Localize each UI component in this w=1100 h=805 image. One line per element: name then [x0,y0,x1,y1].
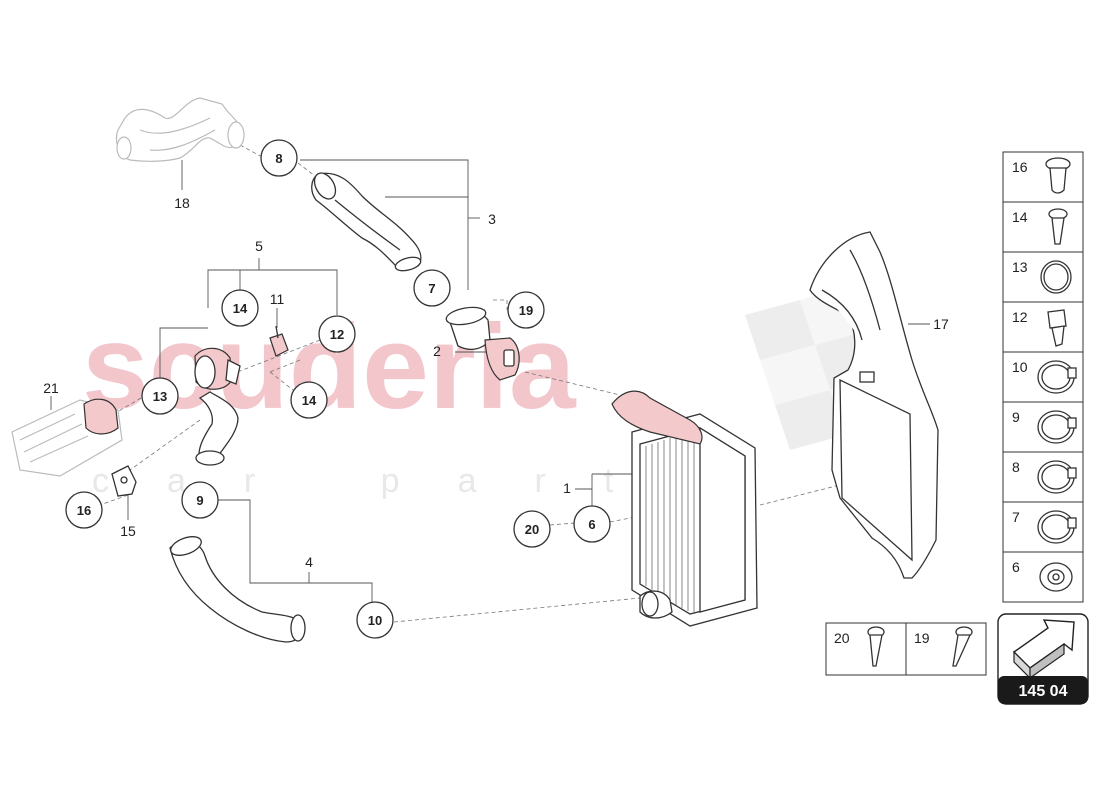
legend-number: 19 [914,630,930,646]
grommet-icon [1039,562,1073,592]
label: 18 [174,195,190,211]
bottom-legend: 20 19 [825,622,987,676]
legend-number: 14 [1012,209,1028,225]
callout-circle [513,510,551,548]
callout-circle [290,381,328,419]
o-ring-icon [1040,260,1072,294]
throttle-5-drawing [194,347,241,466]
callout-circle [181,481,219,519]
legend-number: 10 [1012,359,1028,375]
callout-number: 13 [153,389,167,404]
callout-circle [221,289,259,327]
legend-number: 7 [1012,509,1020,525]
callouts: 8 7 19 14 12 14 13 16 9 10 20 6 [65,139,611,639]
label: 1 [563,480,571,496]
bracket-15-drawing [111,465,137,497]
legend-number: 8 [1012,459,1020,475]
callout-number: 10 [368,613,382,628]
legend-cell [825,622,907,676]
callout-number: 20 [525,522,539,537]
next-page-panel[interactable]: 145 04 [997,613,1089,705]
callout-number: 12 [330,327,344,342]
callout-number: 14 [302,393,317,408]
legend-cell [1002,151,1084,203]
legend-number: 16 [1012,159,1028,175]
bolt-icon [1045,157,1071,194]
label: 17 [933,316,949,332]
sensor-11-drawing [269,325,289,357]
label: 11 [270,291,285,307]
hose-clamp-icon [1037,410,1077,444]
callout-circle [573,505,611,543]
callout-number: 7 [428,281,435,296]
callout-circle [141,377,179,415]
legend-number: 9 [1012,409,1020,425]
callout-circle [507,291,545,329]
page-code: 145 04 [1019,683,1068,700]
legend-cell [905,622,987,676]
legend-number: 13 [1012,259,1028,275]
callout-circle [413,269,451,307]
legend-number: 12 [1012,309,1028,325]
duct-17-drawing [809,231,939,579]
label: 2 [433,343,441,359]
label: 21 [43,380,59,396]
label: 3 [488,211,496,227]
arrow-icon [1012,619,1075,680]
hose-4-drawing [169,536,306,643]
hose-3-drawing [311,172,422,272]
watermark: scuderia car parts [82,285,900,500]
label: 5 [255,238,263,254]
callout-number: 16 [77,503,91,518]
hose-clamp-icon [1037,360,1077,394]
callout-number: 6 [588,517,595,532]
callout-circle [260,139,298,177]
legend-number: 6 [1012,559,1020,575]
screw-icon [1048,208,1068,245]
parts-legend: 16 14 13 12 10 9 [1002,151,1084,603]
callout-circle [65,491,103,529]
screw-icon [952,626,973,667]
label: 4 [305,554,313,570]
callout-circle [318,315,356,353]
callout-number: 14 [233,301,248,316]
pipe-18-drawing [115,97,245,162]
callout-number: 9 [196,493,203,508]
legend-cell [1002,201,1084,253]
plain-labels: 18 3 5 11 2 21 15 4 1 17 [43,195,949,570]
callout-number: 8 [275,151,282,166]
bolt-icon [1047,309,1067,347]
callout-number: 19 [519,303,533,318]
legend-cell [1002,301,1084,353]
label: 15 [120,523,136,539]
connector-2-drawing [445,306,520,381]
callout-circle [356,601,394,639]
page-badge [998,676,1088,704]
screw-icon [867,626,885,667]
hose-clamp-icon [1037,510,1077,544]
legend-number: 20 [834,630,850,646]
module-21-drawing [11,398,123,477]
intercooler-1-drawing [611,390,758,627]
hose-clamp-icon [1037,460,1077,494]
